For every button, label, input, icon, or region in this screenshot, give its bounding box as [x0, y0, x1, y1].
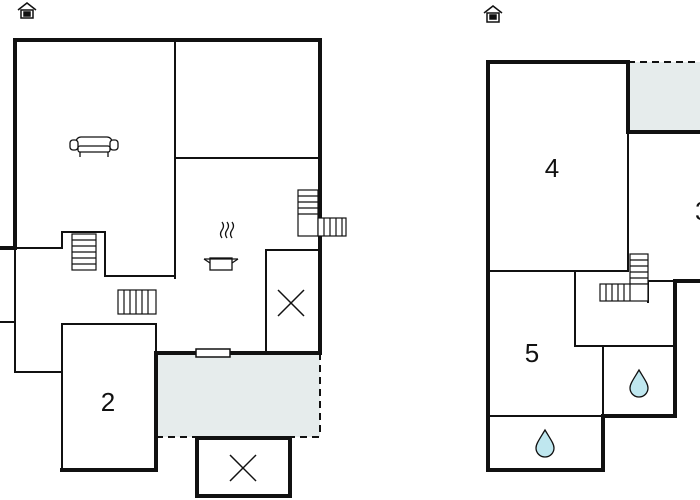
staircase-icon: [71, 233, 97, 271]
floor-plan-left: 2: [0, 2, 347, 498]
outside-storage-box: [195, 436, 292, 498]
room-label-5: 5: [525, 338, 539, 368]
water-drop-icon: [629, 368, 649, 398]
water-drop-icon: [535, 428, 555, 458]
staircase-icon: [117, 289, 157, 315]
terrace-area: [156, 353, 321, 438]
room-label-3: 3: [695, 196, 700, 226]
room-label-2: 2: [101, 387, 115, 417]
house-entrance-icon: [483, 5, 503, 23]
walls-right: [486, 60, 700, 472]
balcony-area: [628, 61, 700, 132]
house-entrance-icon: [17, 2, 37, 19]
sofa-icon: [69, 136, 119, 157]
floor-plan-right: 4 5 3: [483, 5, 700, 472]
walls-left: [0, 38, 322, 472]
cooking-pot-icon: [203, 221, 239, 271]
cross-marked-area-icon: [229, 454, 257, 482]
staircase-icon: [599, 253, 649, 302]
cross-marked-area-icon: [277, 289, 305, 317]
staircase-icon: [297, 189, 347, 237]
room-label-4: 4: [545, 153, 559, 183]
window: [195, 348, 231, 358]
